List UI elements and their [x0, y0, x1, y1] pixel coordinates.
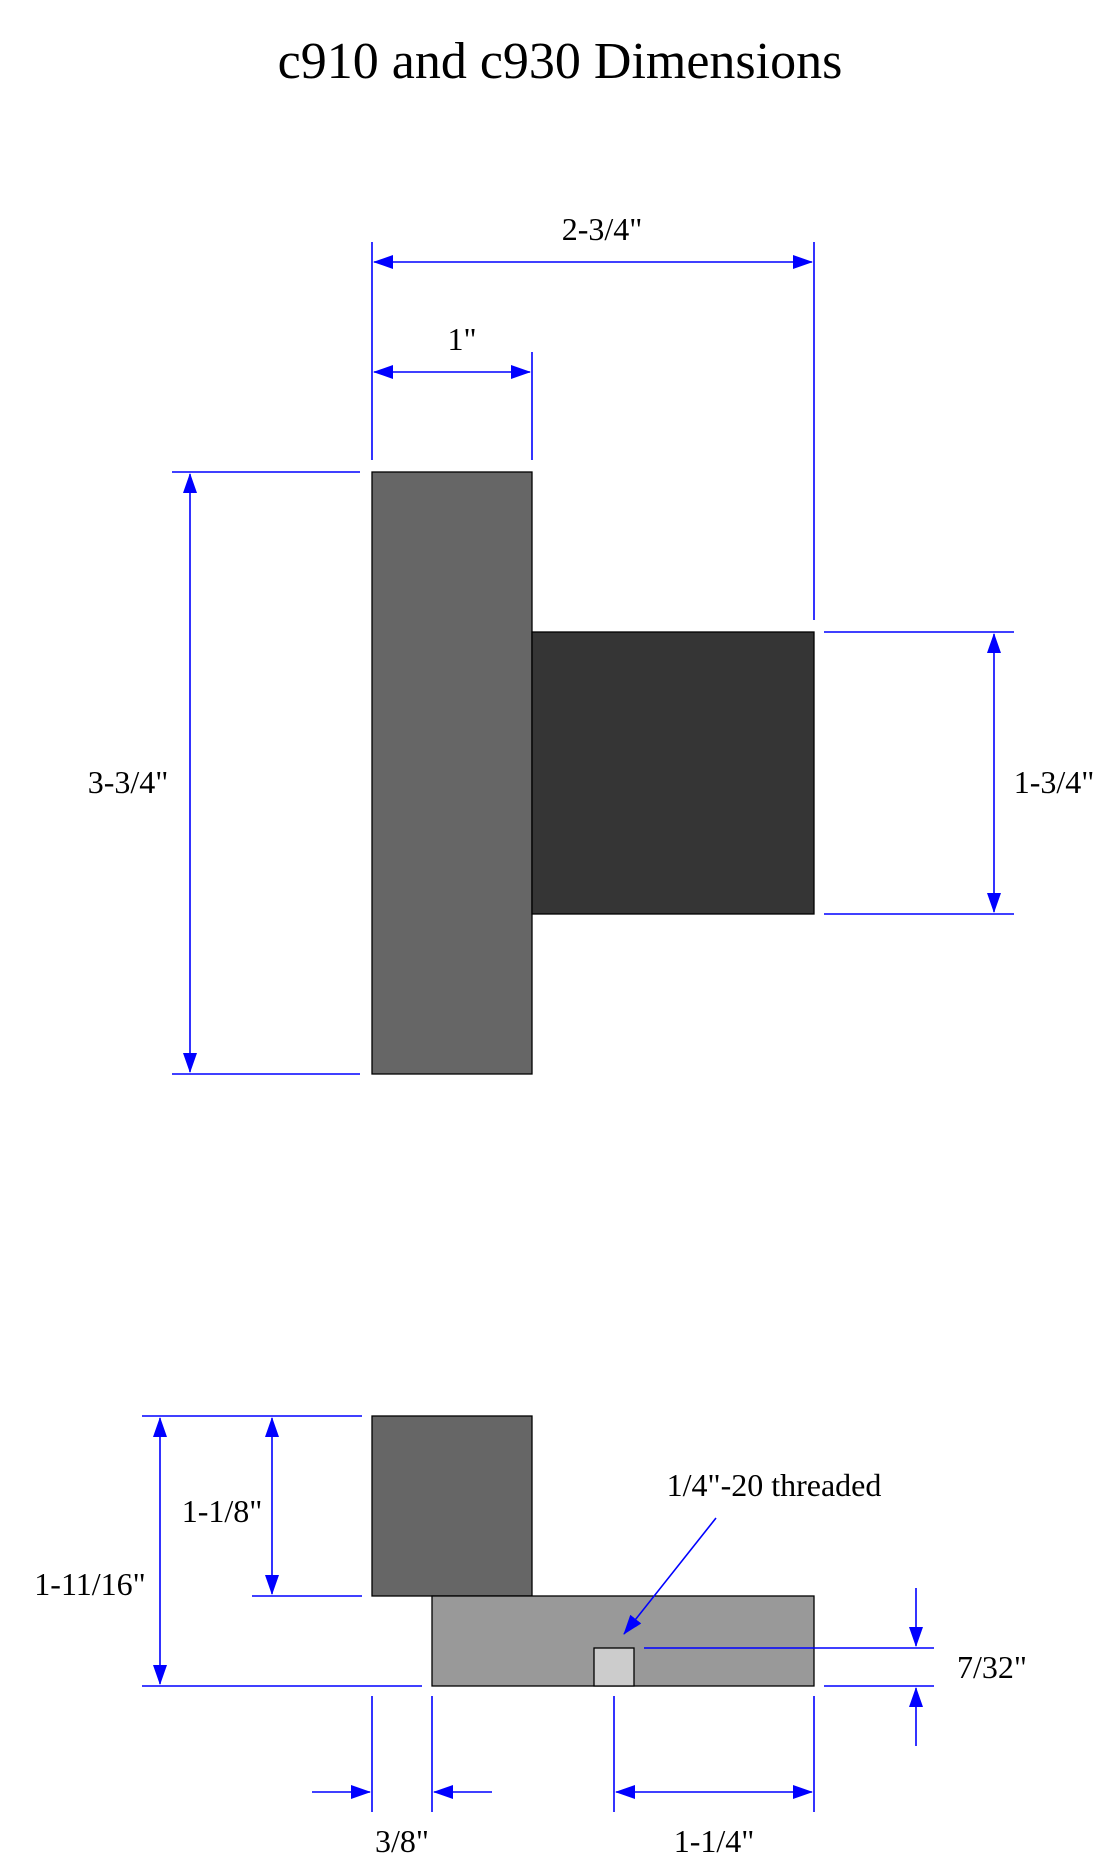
- left-offset-dimension: 3/8": [312, 1696, 492, 1859]
- body-height-label: 1-3/4": [1014, 764, 1095, 800]
- flange-height-dimension: 3-3/4": [88, 471, 360, 1075]
- hole-offset-dimension: 7/32": [644, 1588, 1027, 1746]
- top-view: 2-3/4" 1" 3-3/4" 1-3/4": [88, 211, 1095, 1075]
- left-offset-label: 3/8": [375, 1823, 429, 1859]
- body-rect: [531, 631, 815, 915]
- thread-hole-rect: [593, 1647, 635, 1687]
- hole-to-edge-dimension: 1-1/4": [613, 1696, 815, 1859]
- overall-width-label: 2-3/4": [562, 211, 643, 247]
- upper-block-rect: [371, 1415, 533, 1597]
- flange-width-dimension: 1": [373, 321, 533, 460]
- page-title: c910 and c930 Dimensions: [278, 33, 843, 90]
- overall-height-label: 1-11/16": [34, 1566, 145, 1602]
- body-height-dimension: 1-3/4": [824, 631, 1095, 915]
- flange-rect: [371, 471, 533, 1075]
- thread-label: 1/4"-20 threaded: [667, 1467, 882, 1503]
- flange-height-label: 3-3/4": [88, 764, 169, 800]
- overall-height-dimension: 1-11/16": [34, 1415, 422, 1687]
- hole-to-edge-label: 1-1/4": [674, 1823, 755, 1859]
- hole-offset-label: 7/32": [957, 1649, 1027, 1685]
- side-view: 1-11/16" 1-1/8" 1/4"-20 threaded 7/32": [34, 1415, 1027, 1859]
- upper-height-label: 1-1/8": [182, 1493, 263, 1529]
- thread-callout: 1/4"-20 threaded: [623, 1467, 882, 1635]
- upper-height-dimension: 1-1/8": [182, 1417, 362, 1597]
- flange-width-label: 1": [447, 321, 476, 357]
- overall-width-dimension: 2-3/4": [371, 211, 815, 620]
